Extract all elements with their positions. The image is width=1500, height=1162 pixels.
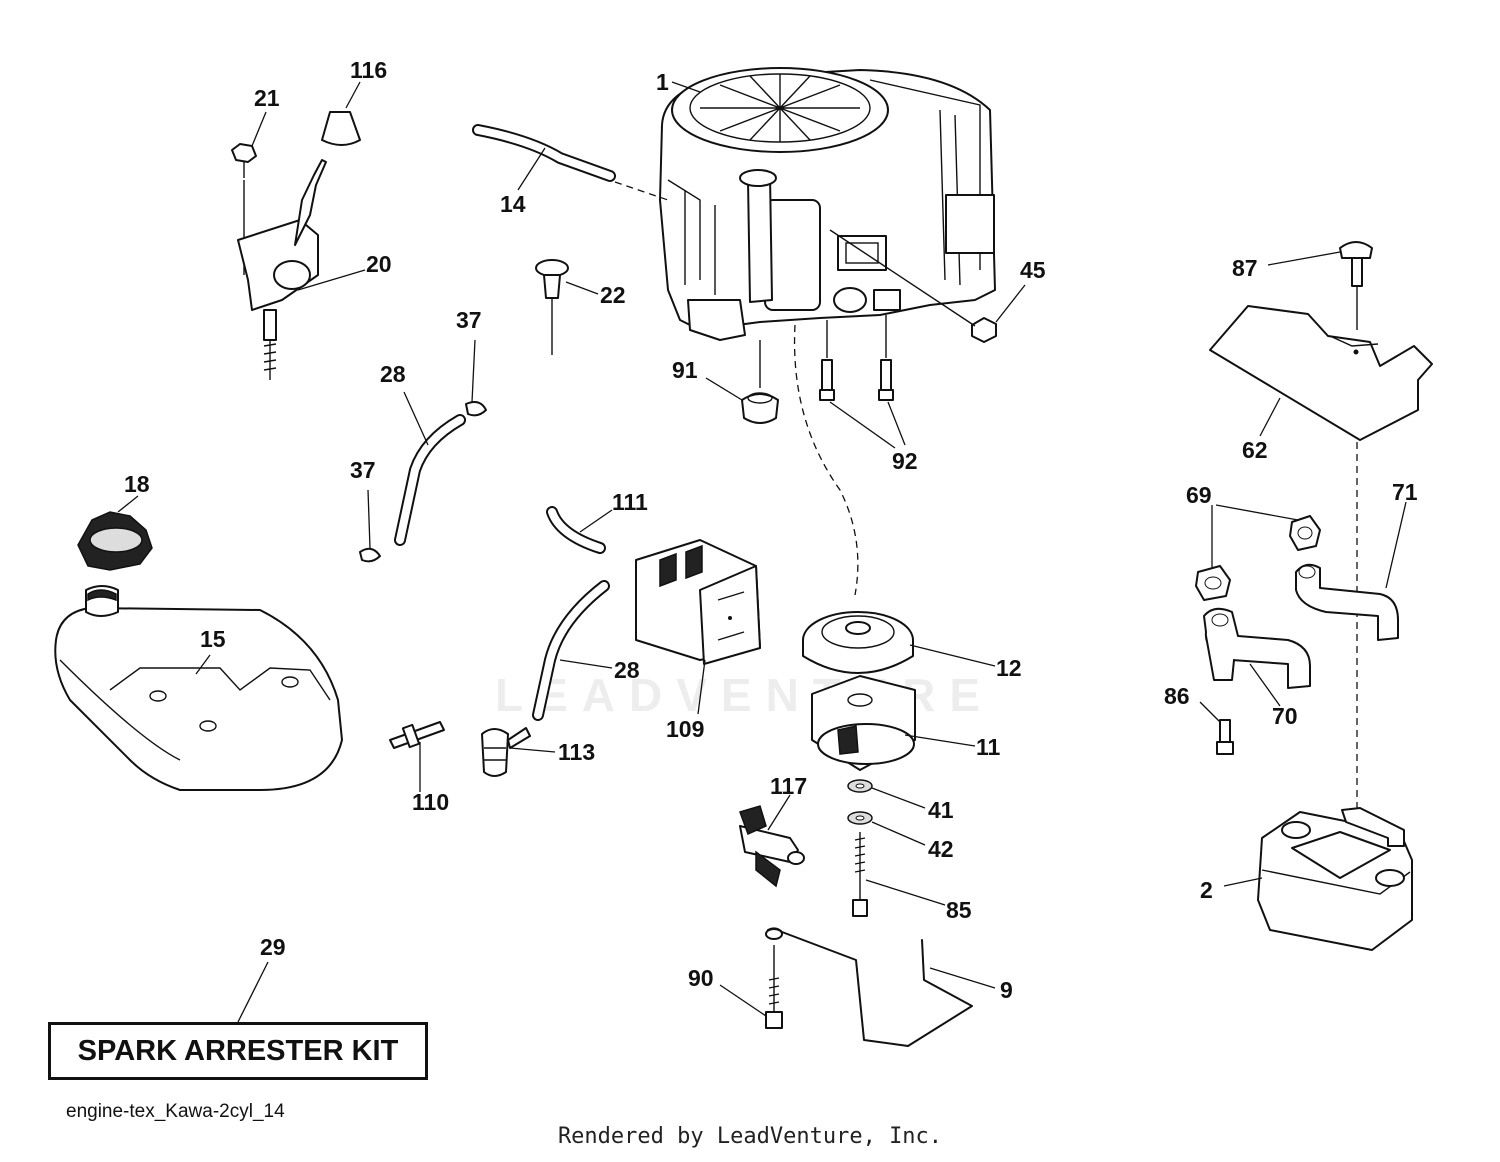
callout-70: 70 bbox=[1272, 703, 1298, 729]
callout-28a: 28 bbox=[380, 361, 406, 387]
callout-20: 20 bbox=[366, 251, 392, 277]
callout-15: 15 bbox=[200, 626, 226, 652]
washer-41-part[interactable] bbox=[847, 779, 873, 793]
bolt-86-part[interactable] bbox=[1216, 719, 1234, 755]
callout-45: 45 bbox=[1020, 257, 1046, 283]
callout-41: 41 bbox=[928, 797, 954, 823]
exhaust-pipe-70-part[interactable] bbox=[1203, 607, 1311, 689]
callout-116: 116 bbox=[350, 57, 387, 83]
callout-90: 90 bbox=[688, 965, 714, 991]
callout-12: 12 bbox=[996, 655, 1022, 681]
exhaust-pipe-71-part[interactable] bbox=[1295, 563, 1399, 641]
callout-69: 69 bbox=[1186, 482, 1212, 508]
callout-21: 21 bbox=[254, 85, 280, 111]
callout-29: 29 bbox=[260, 934, 286, 960]
fitting-110-part[interactable] bbox=[389, 721, 445, 749]
fuel-line-lower-part[interactable] bbox=[532, 580, 610, 721]
callout-14: 14 bbox=[500, 191, 526, 217]
callout-71: 71 bbox=[1392, 479, 1418, 505]
bolt-87-part[interactable] bbox=[1339, 241, 1373, 287]
callout-37a: 37 bbox=[456, 307, 482, 333]
bolt-90-part[interactable] bbox=[765, 945, 783, 1029]
callout-92: 92 bbox=[892, 448, 918, 474]
breather-tube-part[interactable] bbox=[472, 124, 616, 182]
throttle-control-part[interactable] bbox=[237, 159, 327, 380]
callout-37b: 37 bbox=[350, 457, 376, 483]
washer-42-part[interactable] bbox=[847, 811, 873, 825]
muffler-2-part[interactable] bbox=[1257, 807, 1413, 951]
callout-110: 110 bbox=[412, 789, 449, 815]
valve-117-part[interactable] bbox=[739, 805, 805, 888]
dipstick-part[interactable] bbox=[535, 259, 569, 355]
callout-62: 62 bbox=[1242, 437, 1268, 463]
callout-11: 11 bbox=[976, 734, 1001, 760]
engine-part[interactable] bbox=[659, 67, 996, 341]
pulley-12-part[interactable] bbox=[802, 611, 914, 674]
hose-111-part[interactable] bbox=[546, 506, 606, 554]
callout-87: 87 bbox=[1232, 255, 1258, 281]
bolt-21-part[interactable] bbox=[231, 143, 257, 178]
callout-28b: 28 bbox=[614, 657, 640, 683]
bushing-91-part[interactable] bbox=[741, 392, 779, 424]
filter-113-part[interactable] bbox=[481, 727, 531, 777]
callout-9: 9 bbox=[1000, 977, 1013, 1003]
callout-117: 117 bbox=[770, 773, 807, 799]
bolts-92-part[interactable] bbox=[819, 359, 894, 401]
callout-113: 113 bbox=[558, 739, 595, 765]
callout-86: 86 bbox=[1164, 683, 1190, 709]
nut-45-part[interactable] bbox=[971, 317, 997, 343]
clutch-11-part[interactable] bbox=[811, 675, 916, 771]
callout-85: 85 bbox=[946, 897, 972, 923]
fuel-line-upper-part[interactable] bbox=[359, 401, 487, 563]
callout-22: 22 bbox=[600, 282, 626, 308]
canister-109-part[interactable] bbox=[635, 539, 761, 665]
bolt-85-part[interactable] bbox=[852, 832, 868, 917]
callout-42: 42 bbox=[928, 836, 954, 862]
spark-arrester-kit-label[interactable]: SPARK ARRESTER KIT bbox=[48, 1022, 428, 1080]
callout-91: 91 bbox=[672, 357, 698, 383]
fuel-tank-part[interactable] bbox=[54, 585, 343, 791]
callout-1: 1 bbox=[656, 69, 669, 95]
heat-shield-62-part[interactable] bbox=[1209, 305, 1433, 441]
rendered-by-footer: Rendered by LeadVenture, Inc. bbox=[557, 1124, 943, 1149]
callout-109: 109 bbox=[666, 716, 704, 742]
throttle-knob-part[interactable] bbox=[321, 111, 361, 146]
rod-9-part[interactable] bbox=[765, 927, 973, 1047]
callout-111: 111 bbox=[612, 489, 648, 515]
diagram-id-label: engine-tex_Kawa-2cyl_14 bbox=[66, 1101, 285, 1122]
fuel-cap-part[interactable] bbox=[77, 511, 153, 571]
callout-2: 2 bbox=[1200, 877, 1213, 903]
gasket-69-part[interactable] bbox=[1195, 515, 1321, 601]
callout-18: 18 bbox=[124, 471, 150, 497]
